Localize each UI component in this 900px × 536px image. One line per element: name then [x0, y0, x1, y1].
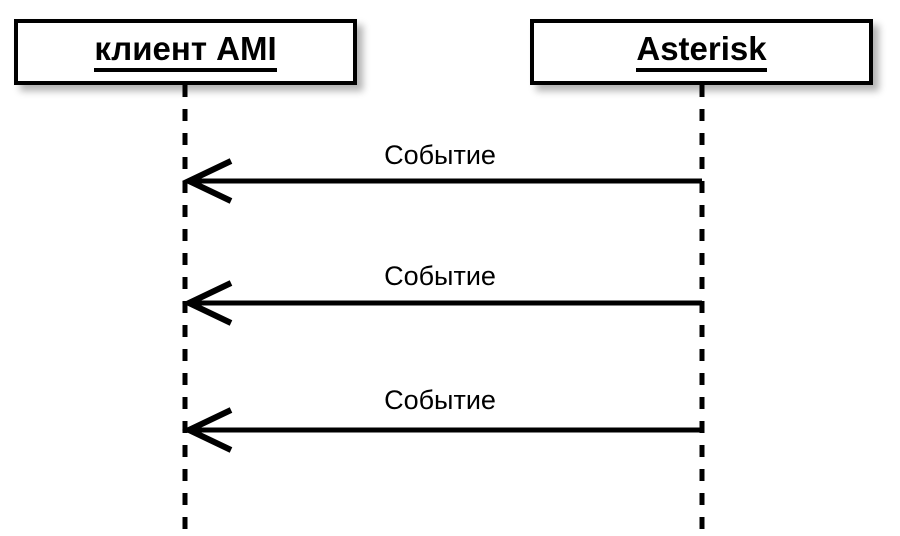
message-label-1: Событие: [384, 140, 496, 170]
message-label-3: Событие: [384, 385, 496, 415]
message-arrowhead-2: [182, 280, 233, 326]
message-arrowhead-1: [182, 158, 233, 204]
participant-label-asterisk: Asterisk: [636, 32, 767, 72]
message-label-2: Событие: [384, 261, 496, 291]
message-arrow-1: [182, 158, 702, 204]
participant-box-client[interactable]: клиент AMI: [14, 19, 357, 85]
message-arrow-3: [182, 407, 702, 453]
participant-box-asterisk[interactable]: Asterisk: [530, 19, 873, 85]
message-arrow-2: [182, 280, 702, 326]
participant-label-client: клиент AMI: [94, 32, 277, 72]
message-arrowhead-3: [182, 407, 233, 453]
